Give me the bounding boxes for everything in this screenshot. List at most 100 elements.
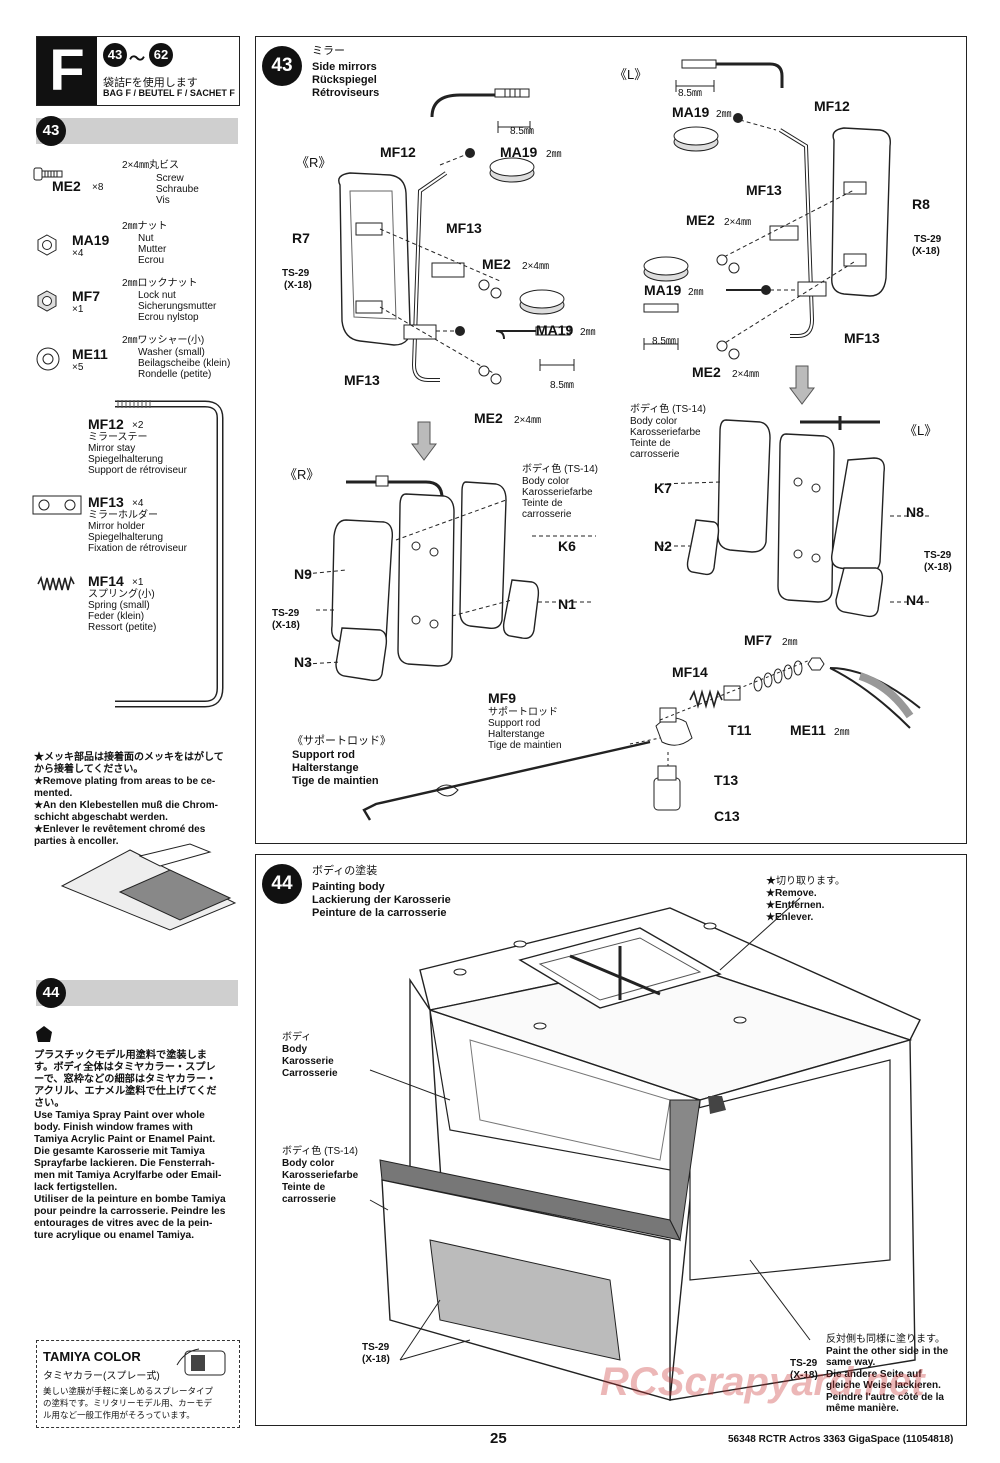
label-me2-r-top: ME2 [482,256,511,272]
body-color-en-l: Body color [630,416,678,427]
ts29-label-44-right: TS-29 [790,1358,818,1369]
part-mf7-name-en: Lock nut [138,290,176,301]
dim-8-5-label: 8.5㎜ [550,380,574,391]
tamiya-color-line: ル用など一般工作用がそろっています。 [43,1410,195,1420]
step43-badge: 43 [262,46,302,86]
dim-8-5-label: 8.5㎜ [510,126,534,137]
ts29-label-l2: TS-29 [924,550,952,561]
plating-note-line: から接着してください。 [34,764,144,775]
other-side-line: same way. [826,1357,876,1368]
plating-note-line: ★Enlever le revêtement chromé des [34,824,206,835]
part-mf14-qty: ×1 [132,577,144,588]
other-side-line: 反対側も同様に塗ります。 [826,1334,945,1345]
part-mf14-name-de: Feder (klein) [88,611,145,622]
plating-note-line: ★Remove plating from areas to be ce- [34,776,216,787]
plating-note-line: schicht abgeschabt werden. [34,812,168,823]
plating-note-line: ★メッキ部品は接着面のメッキをはがして [34,752,224,763]
part-me2-qty: ×8 [92,182,104,193]
size-2mm-label: 2㎜ [580,327,596,338]
ts29-label-l: TS-29 [914,234,942,245]
label-mf13-r-top: MF13 [446,220,482,236]
part-ma19-qty: ×4 [72,248,84,259]
label-me2-l-top: ME2 [686,212,715,228]
down-arrow-icon [789,365,815,405]
bag-multi: BAG F / BEUTEL F / SACHET F [103,88,235,98]
step43-title-jp: ミラー [312,45,345,57]
doc-reference: 56348 RCTR Actros 3363 GigaSpace (110548… [728,1434,954,1445]
label-mf12-l: MF12 [814,98,850,114]
label-mf7: MF7 [744,632,772,648]
support-rod-en: Support rod [292,749,355,761]
part-me2-name-en: Screw [156,173,184,184]
x18-label-r: (X-18) [284,280,312,291]
paint-note-line: men mit Tamiya Acrylfarbe oder Email- [34,1170,222,1181]
body-color-de: Karosseriefarbe [522,487,593,498]
tamiya-color-box: TAMIYA COLOR タミヤカラー(スプレー式) 美しい塗膜が手軽に楽しめる… [36,1340,240,1428]
part-mf12-qty: ×2 [132,420,144,431]
label-me2-r-bottom: ME2 [474,410,503,426]
label-n1: N1 [558,596,576,612]
x18-label-l: (X-18) [912,246,940,257]
part-mf7-size: 2㎜ロックナット [122,278,198,289]
truck-cab-drawing [369,897,921,1401]
ts29-label-r: TS-29 [282,268,310,279]
paint-note-line: ture acrylique ou enamel Tamiya. [34,1230,195,1241]
step43-title-fr: Rétroviseurs [312,87,380,99]
paint-note-line: アクリル、エナメル塗料で仕上げてくだ [34,1086,217,1097]
body-color-fr2: carrosserie [522,509,572,520]
label-ma19-l-bottom: MA19 [644,282,682,298]
plating-notes: ★メッキ部品は接着面のメッキをはがして から接着してください。 ★Remove … [34,752,240,848]
part-me2-name-de: Schraube [156,184,199,195]
part-me11-size: 2㎜ワッシャー(小) [122,335,205,346]
part-ma19-size: 2㎜ナット [122,221,168,232]
body-color-en: Body color [522,476,570,487]
label-mf13-r-bottom: MF13 [344,372,380,388]
part-mf14-name-fr: Ressort (petite) [88,622,157,633]
label-mf12-r: MF12 [380,144,416,160]
remove-de: ★Entfernen. [766,900,825,911]
screw-icon [33,167,63,181]
ts29-label-r2: TS-29 [272,608,300,619]
size-2x4-label: 2×4㎜ [514,415,541,426]
bag-header: F 43 ～ 62 袋詰Fを使用します BAG F / BEUTEL F / S… [36,36,240,106]
part-mf7-name-de: Sicherungsmutter [138,301,217,312]
ts29-label-44-left: TS-29 [362,1342,390,1353]
paint-note-line: す。ボディ全体はタミヤカラー・スプレ [34,1062,216,1073]
step44-title-de: Lackierung der Karosserie [312,894,451,906]
part-mf14-name-en: Spring (small) [88,600,150,611]
size-2mm-label: 2㎜ [688,287,704,298]
bag-letter: F [37,37,97,105]
support-rod-de: Halterstange [292,762,359,774]
plating-note-line: mented. [34,788,73,799]
tamiya-color-subtitle: タミヤカラー(スプレー式) [43,1371,160,1382]
label-r8: R8 [912,196,930,212]
label-r7: R7 [292,230,310,246]
part-mf13-name-en: Mirror holder [88,521,145,532]
label-mf13-l-top: MF13 [746,182,782,198]
spray-can-icon [176,1348,226,1376]
plating-note-line: parties à encoller. [34,836,119,847]
part-mf12-code: MF12 [88,416,124,432]
washer-icon [36,347,60,371]
body-color-fr2-44: carrosserie [282,1194,336,1205]
body-color-en-44: Body color [282,1158,335,1169]
part-me11-name-de: Beilagscheibe (klein) [138,358,231,369]
part-mf14-code: MF14 [88,573,124,589]
label-n8: N8 [906,504,924,520]
other-side-line: Die andere Seite auf [826,1368,922,1380]
size-2x4-label: 2×4㎜ [522,261,549,272]
left-mirror-exploded-drawing [659,416,930,618]
step43-title-en: Side mirrors [312,61,377,73]
tamiya-color-title: TAMIYA COLOR [43,1349,141,1364]
x18-label-r2: (X-18) [272,620,300,631]
step43-sidebar-bar [36,118,238,144]
label-mf9: MF9 [488,690,516,706]
paint-note-line: Tamiya Acrylic Paint or Enamel Paint. [34,1134,216,1145]
part-ma19-name-de: Mutter [138,244,167,255]
other-side-line: même manière. [826,1403,899,1414]
size-2mm-label: 2㎜ [546,149,562,160]
paint-note-line: プラスチックモデル用塗料で塗装しま [34,1050,207,1061]
step44-title-fr: Peinture de la carrosserie [312,907,447,919]
size-2mm-label: 2㎜ [716,109,732,120]
label-me11: ME11 [790,722,826,738]
